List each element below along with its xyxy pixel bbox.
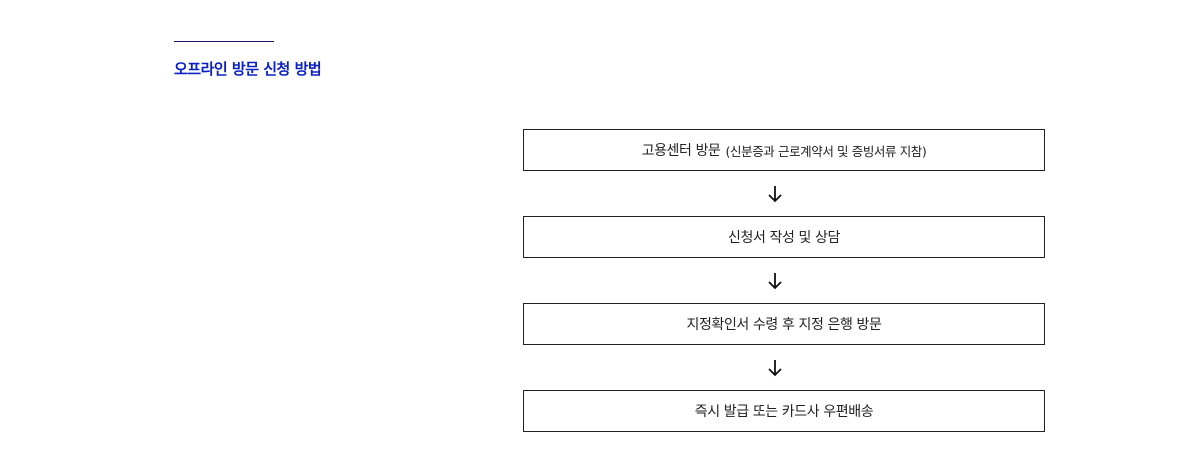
step-3-bank-visit: 지정확인서 수령 후 지정 은행 방문 — [523, 303, 1045, 345]
step-1-visit-center: 고용센터 방문 (신분증과 근로계약서 및 증빙서류 지참) — [523, 129, 1045, 171]
step-label: 지정확인서 수령 후 지정 은행 방문 — [686, 317, 882, 333]
step-4-issuance: 즉시 발급 또는 카드사 우편배송 — [523, 390, 1045, 432]
section-divider — [174, 41, 274, 42]
step-2-application: 신청서 작성 및 상담 — [523, 216, 1045, 258]
step-note: (신분증과 근로계약서 및 증빙서류 지참) — [725, 143, 927, 159]
arrow-down-icon — [768, 186, 782, 203]
arrow-down-icon — [768, 360, 782, 377]
arrow-down-icon — [768, 273, 782, 290]
step-label: 즉시 발급 또는 카드사 우편배송 — [694, 404, 874, 420]
section-title: 오프라인 방문 신청 방법 — [174, 60, 322, 78]
step-label: 신청서 작성 및 상담 — [728, 230, 840, 246]
step-label: 고용센터 방문 — [641, 143, 721, 159]
